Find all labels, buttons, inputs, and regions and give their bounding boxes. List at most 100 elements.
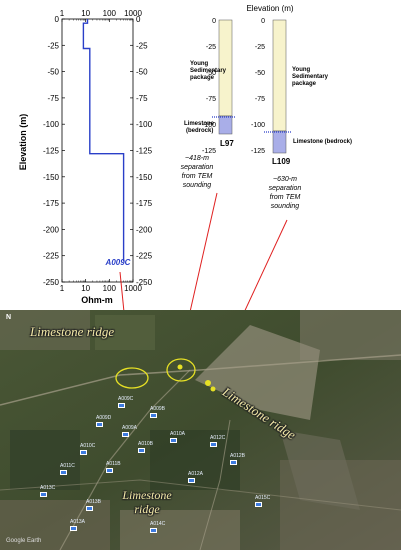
site-tag: A010B xyxy=(138,441,154,447)
y-tick-label-right: -150 xyxy=(136,173,153,182)
site-tag: A009D xyxy=(96,415,112,421)
series-label: A009C xyxy=(105,258,131,267)
site-marker xyxy=(96,422,103,427)
site-tag: A014C xyxy=(150,521,166,527)
pointer-l109 xyxy=(244,219,288,310)
well-tick-label-l97: -75 xyxy=(206,96,216,103)
y-tick-label-right: -200 xyxy=(136,225,153,234)
x-tick-label-bottom: 1 xyxy=(60,284,65,293)
x-tick-label-top: 1000 xyxy=(124,9,142,18)
well-l97-limestone-label: Limestone(bedrock) xyxy=(184,121,215,134)
well-l109-sediment xyxy=(272,19,287,132)
site-tag: A015C xyxy=(255,495,271,501)
y-tick-label-right: 0 xyxy=(136,15,141,24)
x-tick-label-top: 1 xyxy=(60,9,65,18)
x-tick-label-bottom: 100 xyxy=(103,284,117,293)
well-l109-limestone-label: Limestone (bedrock) xyxy=(293,139,352,145)
figure-top: 1 1 10 10 100 100 1000 1000 0 0 -25 -25 -50 -50 -75 -7… xyxy=(18,4,352,310)
well-tick-label-l97: -125 xyxy=(202,148,216,155)
site-tag: A009A xyxy=(122,425,138,431)
site-marker xyxy=(118,403,125,408)
ridge-label-bottom: Limestone ridge xyxy=(122,488,172,516)
satellite-imagery xyxy=(0,310,401,550)
tem-site-ellipse xyxy=(115,367,149,389)
site-tag: A009C xyxy=(118,396,134,402)
y-tick-label-left: -200 xyxy=(43,225,60,234)
pointer-a009c xyxy=(119,271,125,310)
x-tick-label-bottom: 1000 xyxy=(124,284,142,293)
site-marker xyxy=(150,528,157,533)
well-tick-label-l97: -50 xyxy=(206,70,216,77)
well-tick-label-l97: -100 xyxy=(202,122,216,129)
resistivity-plot: 1 1 10 10 100 100 1000 1000 0 0 -25 -25 -50 -50 -75 -7… xyxy=(18,9,153,305)
site-marker xyxy=(150,413,157,418)
pointer-l97 xyxy=(189,192,218,310)
y-tick-label-left: -125 xyxy=(43,147,60,156)
x-tick-label-top: 100 xyxy=(103,9,117,18)
y-axis-ticks: 0 0 -25 -25 -50 -50 -75 -75 -100 -100 -125 -125 -150… xyxy=(43,15,153,287)
site-marker xyxy=(80,450,87,455)
site-marker xyxy=(70,526,77,531)
well-tick-label-l97: -25 xyxy=(206,44,216,51)
well-l109-id: L109 xyxy=(272,157,291,166)
y-axis-label: Elevation (m) xyxy=(18,114,28,171)
attribution: Google Earth xyxy=(6,538,42,544)
x-tick-label-bottom: 10 xyxy=(81,284,90,293)
well-tick-label-left: -50 xyxy=(255,70,265,77)
y-tick-label-left: -100 xyxy=(43,120,60,129)
well-l109-limestone xyxy=(272,130,287,154)
y-tick-label-left: -25 xyxy=(47,41,59,50)
y-tick-label-left: -175 xyxy=(43,199,60,208)
y-tick-label-left: -225 xyxy=(43,252,60,261)
y-tick-label-right: -100 xyxy=(136,120,153,129)
site-marker xyxy=(138,448,145,453)
well-tick-label-l97: 0 xyxy=(212,18,216,25)
site-tag: A012A xyxy=(188,471,204,477)
site-marker xyxy=(60,470,67,475)
x-tick-label-top: 10 xyxy=(81,9,90,18)
well-tick-label-left: 0 xyxy=(261,18,265,25)
well-elevation-label: Elevation (m) xyxy=(246,4,293,13)
y-tick-label-right: -225 xyxy=(136,252,153,261)
y-tick-label-left: -250 xyxy=(43,278,60,287)
site-tag: A013C xyxy=(40,485,56,491)
y-tick-label-right: -50 xyxy=(136,68,148,77)
ridge-label-top-left: Limestone ridge xyxy=(30,324,115,339)
y-tick-label-right: -25 xyxy=(136,41,148,50)
well-tick-label-left: -75 xyxy=(255,96,265,103)
well-elevation-ticks: 00-25-25-50-50-75-75-100-100-125-125 xyxy=(202,18,265,155)
north-arrow-icon: N xyxy=(6,314,12,321)
site-tag: A010C xyxy=(80,443,96,449)
x-axis-label: Ohm-m xyxy=(81,295,113,305)
site-tag: A009B xyxy=(150,406,166,412)
site-marker xyxy=(170,438,177,443)
plot-frame xyxy=(61,18,134,283)
y-tick-label-left: -75 xyxy=(47,94,59,103)
y-tick-label-right: -75 xyxy=(136,94,148,103)
site-tag: A011C xyxy=(60,463,75,469)
y-tick-label-left: -150 xyxy=(43,173,60,182)
pointer-lines xyxy=(119,192,288,310)
site-marker xyxy=(106,468,113,473)
y-tick-label-right: -250 xyxy=(136,278,153,287)
site-marker xyxy=(255,502,262,507)
y-tick-label-right: -125 xyxy=(136,147,153,156)
y-tick-label-left: 0 xyxy=(55,15,60,24)
site-tag: A013B xyxy=(86,499,102,505)
site-tag: A011B xyxy=(106,461,121,467)
site-marker xyxy=(40,492,47,497)
site-tag: A010A xyxy=(170,431,186,437)
site-marker xyxy=(86,506,93,511)
site-marker xyxy=(122,432,129,437)
site-tag: A013A xyxy=(70,519,86,525)
site-marker xyxy=(210,442,217,447)
satellite-map: Limestone ridge Limestone ridge Limeston… xyxy=(0,310,401,550)
y-tick-label-left: -50 xyxy=(47,68,59,77)
resistivity-curve xyxy=(82,19,125,261)
well-site-ellipse xyxy=(166,358,196,382)
well-tick-label-left: -25 xyxy=(255,44,265,51)
